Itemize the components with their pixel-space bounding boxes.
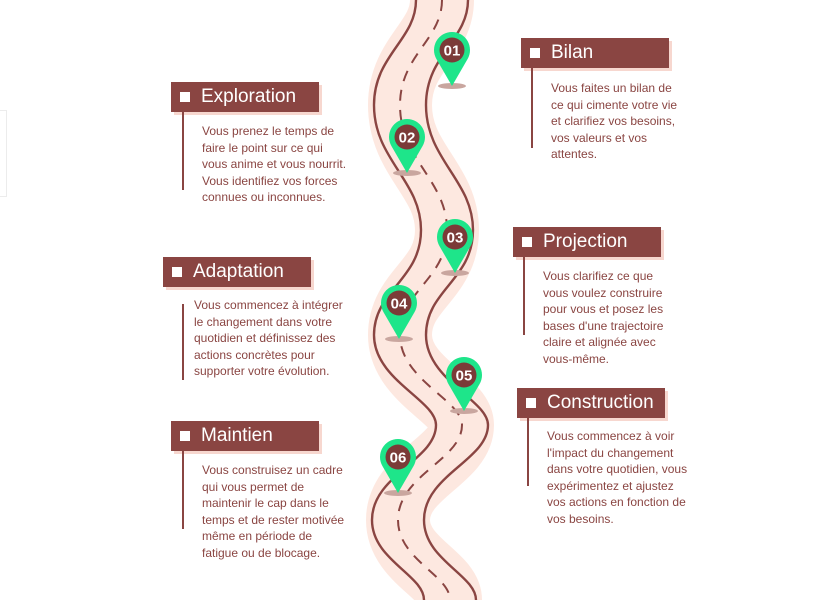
road-edge-right bbox=[422, 0, 490, 600]
stage-accent-line bbox=[523, 257, 525, 335]
description-line: l'impact du changement bbox=[547, 445, 674, 460]
description-line: Vous commencez à intégrer bbox=[194, 298, 343, 312]
stage-description-maintien: Vous construisez un cadre qui vous perme… bbox=[202, 462, 344, 562]
pin-badge bbox=[442, 224, 468, 250]
bullet-square bbox=[522, 237, 532, 247]
pin-04: 04 bbox=[381, 285, 417, 342]
stage-description-bilan: Vous faites un bilan de ce qui cimente v… bbox=[551, 80, 677, 163]
description-line: expérimentez et ajustez bbox=[547, 478, 674, 493]
description-line: pour vous et posez les bbox=[543, 302, 664, 317]
description-line: le changement dans votre bbox=[194, 314, 333, 329]
pin-number: 04 bbox=[391, 296, 408, 313]
stage-accent-line bbox=[182, 451, 184, 529]
pin-number: 05 bbox=[456, 368, 473, 385]
stage-title-text: Construction bbox=[547, 392, 654, 413]
edge-marker bbox=[0, 110, 7, 197]
description-line: vous voulez construire bbox=[543, 285, 663, 300]
pin-badge bbox=[439, 37, 465, 63]
description-line: connues ou inconnues. bbox=[202, 190, 326, 205]
description-line: faire le point sur ce qui bbox=[202, 140, 323, 155]
description-line: Vous clarifiez ce que bbox=[543, 269, 654, 283]
stage-title-adaptation: Adaptation bbox=[163, 257, 311, 287]
pin-badge bbox=[385, 444, 411, 470]
stage-title-text: Exploration bbox=[201, 86, 297, 107]
pin-02: 02 bbox=[389, 119, 425, 176]
bullet-square bbox=[180, 92, 190, 102]
description-line: ce qui cimente votre vie bbox=[551, 97, 678, 112]
description-line: vous-même. bbox=[543, 351, 610, 366]
pin-badge bbox=[394, 124, 420, 150]
description-line: même en période de bbox=[202, 529, 313, 544]
bullet-square bbox=[180, 431, 190, 441]
stage-title-text: Adaptation bbox=[193, 261, 284, 282]
description-line: Vous construisez un cadre bbox=[202, 463, 343, 477]
description-line: dans votre quotidien, vous bbox=[547, 462, 688, 477]
pin-03: 03 bbox=[437, 219, 473, 276]
description-line: qui vous permet de bbox=[202, 479, 305, 494]
description-line: et clarifiez vos besoins, bbox=[551, 114, 676, 129]
stage-accent-line bbox=[182, 112, 184, 190]
pin-05: 05 bbox=[446, 357, 482, 414]
description-line: quotidien et définissez des bbox=[194, 331, 336, 346]
description-line: vos actions en fonction de bbox=[547, 495, 686, 510]
stage-title-maintien: Maintien bbox=[171, 421, 319, 451]
pin-01: 01 bbox=[434, 32, 470, 89]
road-edge-left bbox=[370, 0, 438, 600]
pin-number: 02 bbox=[399, 130, 416, 147]
pin-06: 06 bbox=[380, 439, 416, 496]
pin-badge bbox=[451, 362, 477, 388]
description-line: bases d'une trajectoire bbox=[543, 318, 664, 333]
stage-accent-line bbox=[182, 304, 184, 380]
description-line: Vous faites un bilan de bbox=[551, 81, 672, 95]
stage-description-projection: Vous clarifiez ce que vous voulez constr… bbox=[543, 268, 663, 368]
description-line: fatigue ou de blocage. bbox=[202, 545, 321, 560]
bullet-square bbox=[530, 48, 540, 58]
description-line: Vous identifiez vos forces bbox=[202, 173, 338, 188]
stage-title-projection: Projection bbox=[513, 227, 661, 257]
stage-title-text: Maintien bbox=[201, 425, 273, 446]
description-line: supporter votre évolution. bbox=[194, 364, 330, 379]
description-line: attentes. bbox=[551, 147, 598, 162]
stage-accent-line bbox=[527, 418, 529, 486]
description-line: temps et de rester motivée bbox=[202, 512, 345, 527]
description-line: vos besoins. bbox=[547, 511, 614, 526]
pin-number: 06 bbox=[390, 450, 407, 467]
stage-title-construction: Construction bbox=[517, 388, 665, 418]
description-line: Vous prenez le temps de bbox=[202, 124, 335, 138]
stage-description-adaptation: Vous commencez à intégrer le changement … bbox=[194, 297, 343, 380]
description-line: vous anime et vous nourrit. bbox=[202, 157, 347, 172]
stage-description-exploration: Vous prenez le temps de faire le point s… bbox=[202, 123, 346, 206]
pin-number: 03 bbox=[447, 230, 464, 247]
stage-title-text: Bilan bbox=[551, 42, 594, 63]
pin-number: 01 bbox=[444, 43, 461, 60]
description-line: claire et alignée avec bbox=[543, 335, 656, 350]
bullet-square bbox=[172, 267, 182, 277]
description-line: vos valeurs et vos bbox=[551, 130, 648, 145]
stage-title-text: Projection bbox=[543, 231, 628, 252]
stage-accent-line bbox=[531, 68, 533, 148]
description-line: Vous commencez à voir bbox=[547, 429, 675, 443]
pin-badge bbox=[386, 290, 412, 316]
stage-description-construction: Vous commencez à voir l'impact du change… bbox=[547, 428, 687, 528]
bullet-square bbox=[526, 398, 536, 408]
description-line: actions concrètes pour bbox=[194, 347, 315, 362]
description-line: maintenir le cap dans le bbox=[202, 496, 329, 511]
stage-title-exploration: Exploration bbox=[171, 82, 319, 112]
stage-title-bilan: Bilan bbox=[521, 38, 669, 68]
